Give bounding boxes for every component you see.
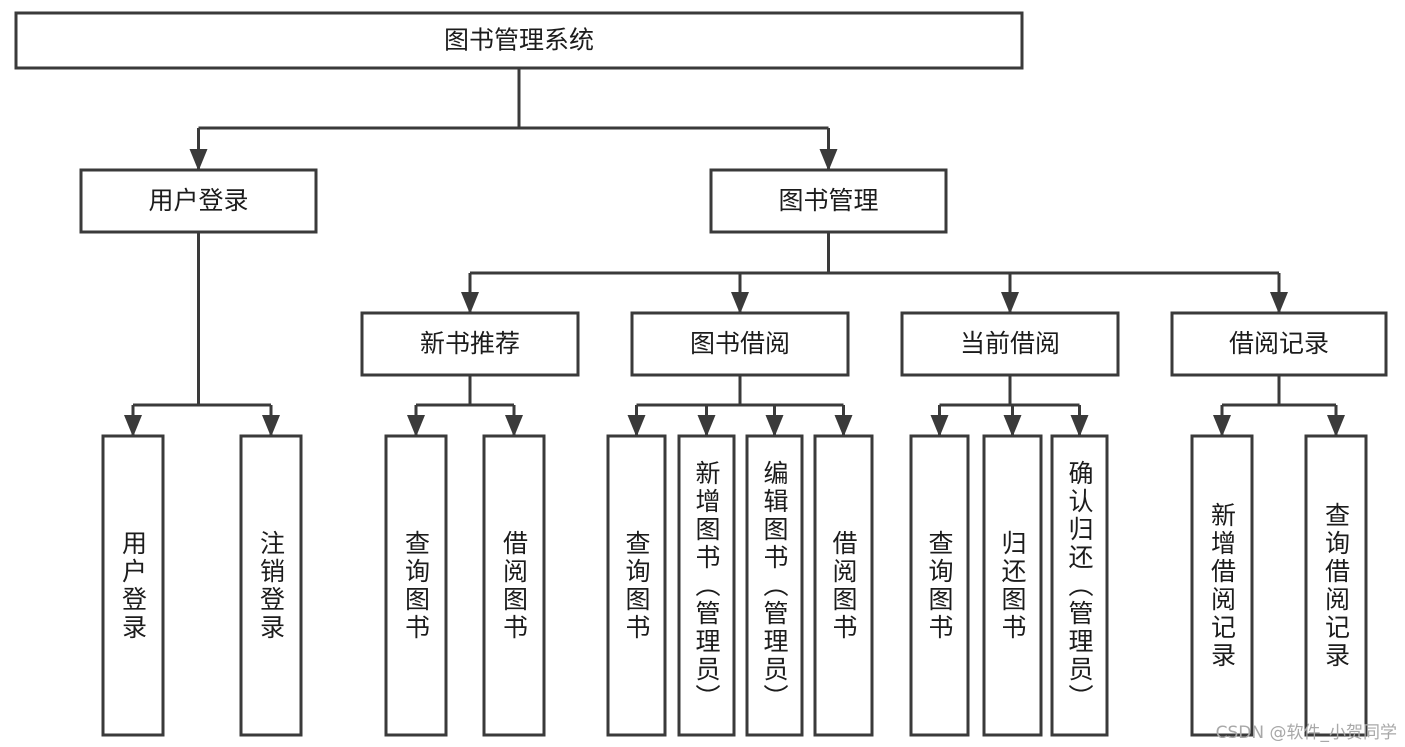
leaf-box-借阅图书[interactable] [482,434,546,737]
leaf-box-用户登录[interactable] [101,434,165,737]
l3-label-借阅记录: 借阅记录 [1229,329,1329,358]
leaf-图书借阅-arrow-0 [627,415,646,437]
l3-box-借阅记录[interactable] [1170,311,1388,377]
leaf-当前借阅-arrow-0 [930,415,949,437]
l2-books-arrow-2 [1001,292,1019,314]
l3-label-当前借阅: 当前借阅 [960,329,1060,358]
l3-box-当前借阅[interactable] [900,311,1120,377]
leaf-box-新增借阅记录[interactable] [1190,434,1254,737]
leaf-box-编辑图书管理员[interactable] [745,434,804,737]
l3-label-新书推荐: 新书推荐 [420,329,520,358]
leaf-图书借阅-arrow-2 [765,415,784,437]
connector-layer [124,68,1345,437]
l3-box-新书推荐[interactable] [360,311,580,377]
box-layer [14,11,1388,737]
leaf-图书借阅-arrow-3 [834,415,853,437]
root-label-图书管理系统: 图书管理系统 [444,26,594,55]
leaf-图书借阅-arrow-1 [697,415,716,437]
leaf-新书推荐-arrow-1 [505,415,523,437]
leaf-box-借阅图书[interactable] [813,434,874,737]
leaf-新书推荐-arrow-0 [407,415,425,437]
leaf-用户登录-arrow-1 [262,415,280,437]
l3-label-图书借阅: 图书借阅 [690,329,790,358]
l2-box-用户登录[interactable] [79,168,318,234]
l3-box-图书借阅[interactable] [630,311,850,377]
l2-books-arrow-0 [461,292,479,314]
leaf-box-确认归还管理员[interactable] [1050,434,1109,737]
l2-label-图书管理: 图书管理 [778,186,878,215]
root-arrow-0 [189,149,208,171]
leaf-box-查询图书[interactable] [606,434,667,737]
leaf-当前借阅-arrow-1 [1003,415,1022,437]
leaf-当前借阅-arrow-2 [1070,415,1089,437]
leaf-借阅记录-arrow-0 [1213,415,1231,437]
l2-books-arrow-1 [731,292,749,314]
l2-books-arrow-3 [1270,292,1288,314]
leaf-box-新增图书管理员[interactable] [677,434,736,737]
leaf-box-查询图书[interactable] [384,434,448,737]
root-arrow-1 [819,149,838,171]
leaf-box-查询图书[interactable] [909,434,970,737]
leaf-box-归还图书[interactable] [982,434,1043,737]
root-box-图书管理系统[interactable] [14,11,1024,70]
l2-label-用户登录: 用户登录 [148,186,248,215]
l2-box-图书管理[interactable] [709,168,948,234]
leaf-用户登录-arrow-0 [124,415,142,437]
leaf-box-查询借阅记录[interactable] [1304,434,1368,737]
leaf-借阅记录-arrow-1 [1327,415,1345,437]
leaf-box-注销登录[interactable] [239,434,303,737]
